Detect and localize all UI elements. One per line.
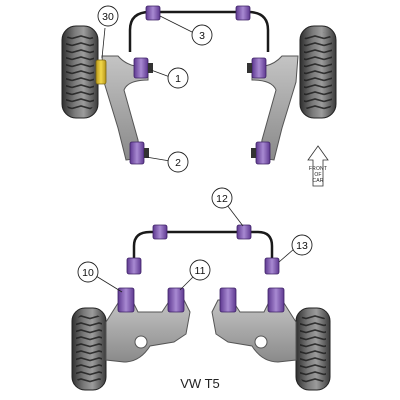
rear-left-arm-bush-inner: [167, 287, 185, 313]
arrow-text-of: OF: [314, 172, 321, 178]
callout-12: 12: [211, 187, 244, 227]
front-left-wishbone-rear-bush: [129, 141, 149, 165]
rear-arb-link-bush-left: [126, 257, 142, 275]
callout-13: 13: [278, 234, 313, 263]
callout-30-label: 30: [102, 11, 114, 23]
front-right-wishbone-rear-bush: [251, 141, 271, 165]
callout-1-label: 1: [175, 73, 181, 85]
rear-left-arm-hole: [134, 335, 148, 349]
front-right-tyre: [299, 25, 337, 119]
rear-left-arm-bush-outer: [117, 287, 135, 313]
callout-11-label: 11: [195, 265, 206, 277]
callout-2-label: 2: [175, 157, 181, 169]
front-arb-bush-left: [145, 5, 161, 21]
front-of-car-arrow: FRONT OF CAR: [307, 145, 329, 187]
rear-left-arm: [105, 299, 191, 363]
front-arb-bush-right: [235, 5, 251, 21]
front-anti-roll-bar: [128, 10, 270, 52]
front-left-wishbone-front-bush: [133, 57, 153, 79]
rear-left-tyre: [71, 307, 107, 391]
callout-2: 2: [145, 151, 189, 173]
rear-anti-roll-bar: [132, 230, 274, 264]
callout-1: 1: [150, 67, 189, 89]
rear-right-arm-bush-outer: [267, 287, 285, 313]
rear-right-arm-hole: [254, 335, 268, 349]
callout-11: 11: [179, 259, 211, 291]
arrow-text-front: FRONT: [309, 166, 327, 172]
arrow-text-car: CAR: [312, 178, 323, 184]
rear-arb-bush-left: [152, 224, 168, 240]
vehicle-caption: VW T5: [180, 376, 220, 391]
callout-30: 30: [97, 5, 119, 59]
callout-3: 3: [159, 15, 213, 46]
callout-12-label: 12: [216, 193, 228, 205]
rear-arb-link-bush-right: [264, 257, 280, 275]
callout-13-label: 13: [296, 240, 308, 252]
rear-right-arm: [211, 299, 297, 363]
rear-arb-bush-right: [236, 224, 252, 240]
rear-right-tyre: [295, 307, 331, 391]
callout-10: 10: [77, 261, 123, 293]
callout-3-label: 3: [199, 30, 205, 42]
callout-10-label: 10: [82, 267, 94, 279]
front-right-wishbone-front-bush: [247, 57, 267, 79]
rear-right-arm-bush-inner: [219, 287, 237, 313]
front-left-tyre: [61, 25, 99, 119]
front-left-yellow-bush: [95, 59, 107, 85]
